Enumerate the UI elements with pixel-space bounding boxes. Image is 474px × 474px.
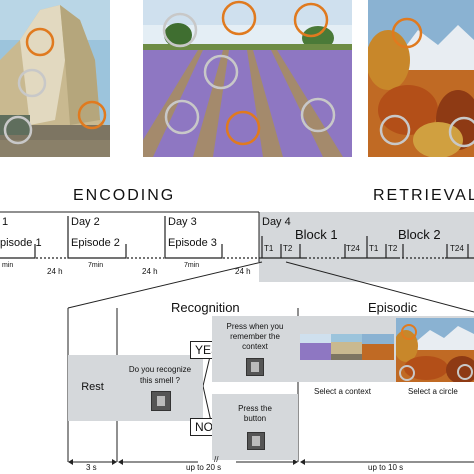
yes-instruction-line: Press when you: [226, 322, 284, 331]
select-circle-label: Select a circle: [408, 387, 458, 396]
photo-lavender-field: [143, 0, 352, 157]
block-1-label: Block 1: [295, 227, 338, 242]
rest-duration: 3 s: [86, 463, 97, 472]
rest-label: Rest: [81, 381, 104, 393]
episode-1-duration: min: [2, 262, 14, 269]
block-2-label: Block 2: [398, 227, 441, 242]
day-1-label: 1: [2, 216, 9, 228]
gap-3-label: 24 h: [235, 267, 251, 276]
context-thumbnails[interactable]: [300, 334, 394, 360]
episodic-heading: Episodic: [368, 300, 418, 315]
trial-label: T2: [388, 244, 398, 253]
trial-label: T24: [450, 244, 464, 253]
select-context-label: Select a context: [314, 387, 371, 396]
day-4-label: Day 4: [262, 216, 291, 228]
trial-label: T1: [369, 244, 379, 253]
episode-3-label: Episode 3: [168, 237, 217, 249]
encoding-heading: ENCODING: [73, 187, 176, 204]
trial-label: T24: [346, 244, 360, 253]
odor-device-icon: [246, 358, 264, 376]
recognition-duration: up to 20 s: [186, 463, 222, 472]
question-panel: Do you recognize this smell ?: [117, 355, 203, 421]
rest-panel: Rest: [68, 355, 117, 421]
day-2-label: Day 2: [71, 216, 100, 228]
question-line: this smell ?: [139, 376, 180, 385]
odor-device-icon: [151, 391, 171, 411]
photo-cliff-scene: [0, 0, 110, 157]
episode-2-label: Episode 2: [71, 237, 120, 249]
odor-device-icon: [247, 432, 265, 450]
trial-label: T1: [264, 244, 274, 253]
axis-break-icon: //: [214, 455, 219, 464]
episode-2-duration: 7min: [88, 262, 104, 269]
episodic-duration: up to 10 s: [368, 463, 404, 472]
yes-instruction-line: context: [242, 342, 268, 351]
yes-instruction-panel: Press when you remember the context: [212, 316, 298, 382]
trial-label: T2: [283, 244, 293, 253]
yes-instruction-line: remember the: [230, 332, 280, 341]
no-option[interactable]: NO: [190, 418, 218, 436]
episode-3-duration: 7min: [184, 262, 200, 269]
gap-1-label: 24 h: [47, 267, 63, 276]
retrieval-heading: RETRIEVAL: [373, 187, 474, 204]
recognition-heading: Recognition: [171, 300, 240, 315]
no-instruction-line: button: [243, 414, 267, 423]
gap-2-label: 24 h: [142, 267, 158, 276]
no-instruction-line: Press the: [238, 404, 272, 413]
no-instruction-panel: Press the button: [212, 394, 298, 460]
photo-autumn-mountains: [368, 0, 474, 157]
selected-context-image[interactable]: [396, 318, 474, 382]
episode-1-label: pisode 1: [0, 237, 42, 249]
question-line: Do you recognize: [128, 365, 192, 374]
day-3-label: Day 3: [168, 216, 197, 228]
